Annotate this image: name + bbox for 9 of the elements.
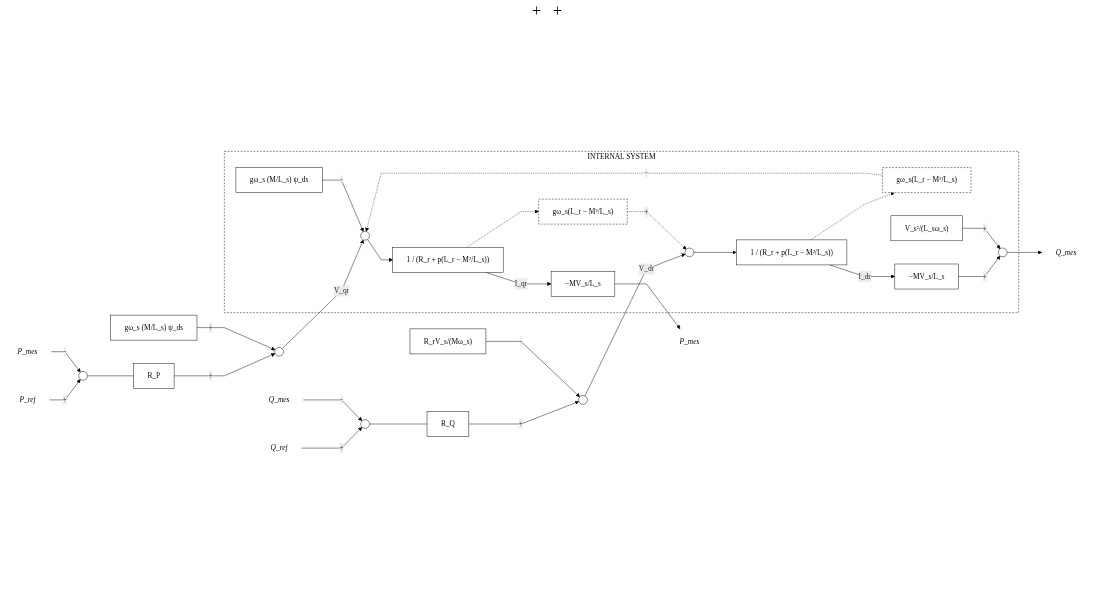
node-circle (360, 419, 370, 429)
sign-label: + (553, 2, 563, 20)
node-circle (78, 371, 88, 381)
node-circle (360, 231, 370, 241)
sign-label: + (531, 2, 541, 20)
node-circle (274, 347, 284, 357)
node-circle (578, 395, 588, 405)
node-circle (998, 247, 1008, 258)
node-circle (684, 247, 695, 258)
